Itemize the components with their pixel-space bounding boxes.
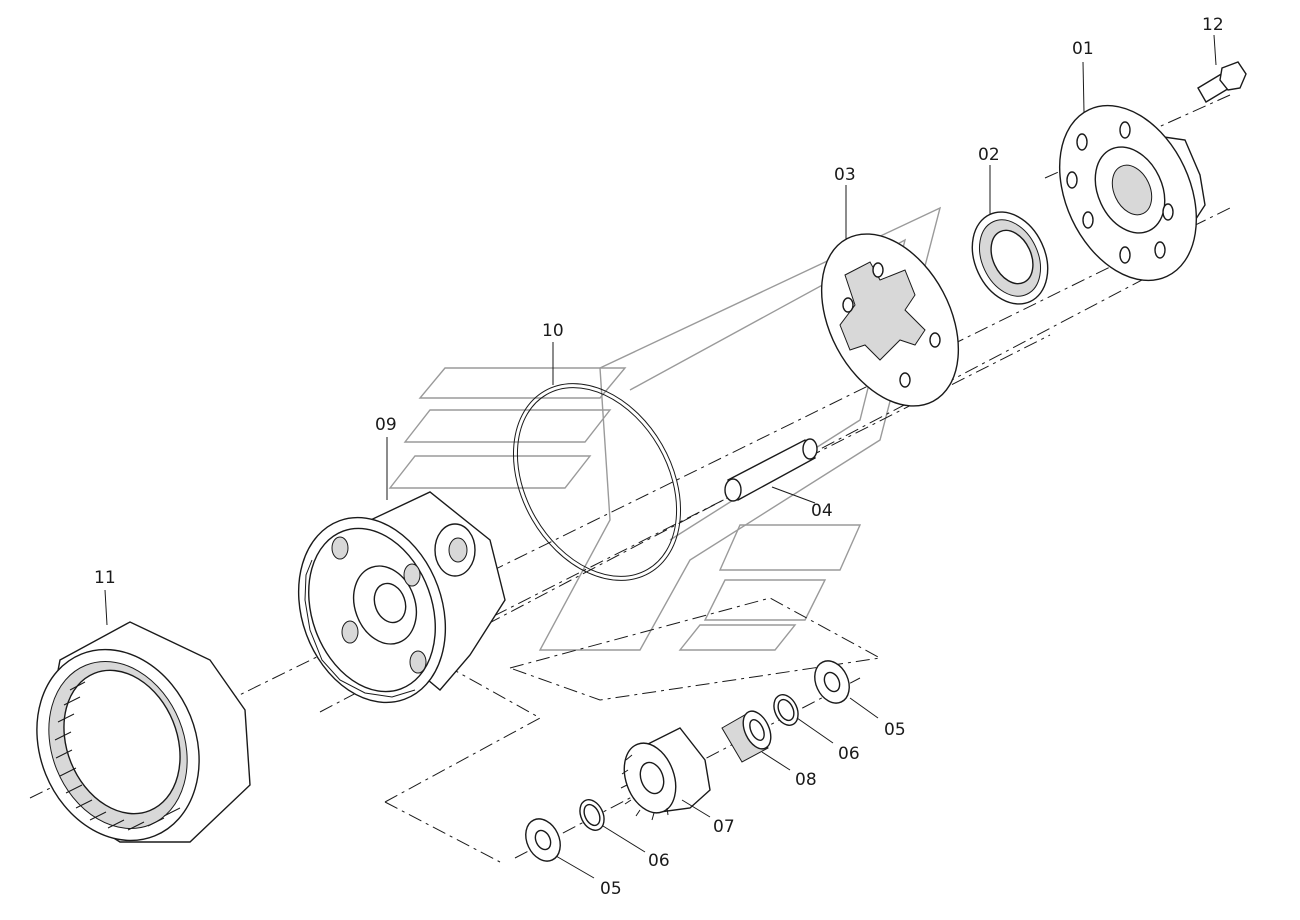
callout-labels: 01 02 03 04 05 05 06 06 07 08 09 10 11 1… [94,15,1224,899]
spacer-part-06-left [579,799,605,831]
callout-06-right: 06 [838,744,860,764]
bolt-part-12 [1197,61,1247,103]
callout-03: 03 [834,165,856,185]
flange-part-01 [1058,104,1206,282]
callout-10: 10 [542,321,564,341]
callout-11: 11 [94,568,116,588]
callout-07: 07 [713,817,735,837]
callout-05-left: 05 [600,879,622,899]
bearing-part-02 [971,211,1049,305]
snap-ring-part-10 [512,383,682,581]
callout-01: 01 [1072,39,1094,59]
planet-carrier-part-09 [297,491,506,704]
spacer-part-06-right [773,694,799,726]
callout-09: 09 [375,415,397,435]
planet-gear-part-07 [620,727,711,821]
needle-bearing-part-08 [721,710,772,763]
pin-part-04 [724,438,818,502]
ring-gear-part-11 [36,621,251,843]
leader-lines [104,34,1217,879]
thrust-plate-part-03 [820,233,960,407]
washer-part-05-right [814,660,850,704]
callout-05-right: 05 [884,720,906,740]
callout-12: 12 [1202,15,1224,35]
callout-06-left: 06 [648,851,670,871]
callout-02: 02 [978,145,1000,165]
callout-04: 04 [811,501,833,521]
washer-part-05-left [525,818,561,862]
callout-08: 08 [795,770,817,790]
